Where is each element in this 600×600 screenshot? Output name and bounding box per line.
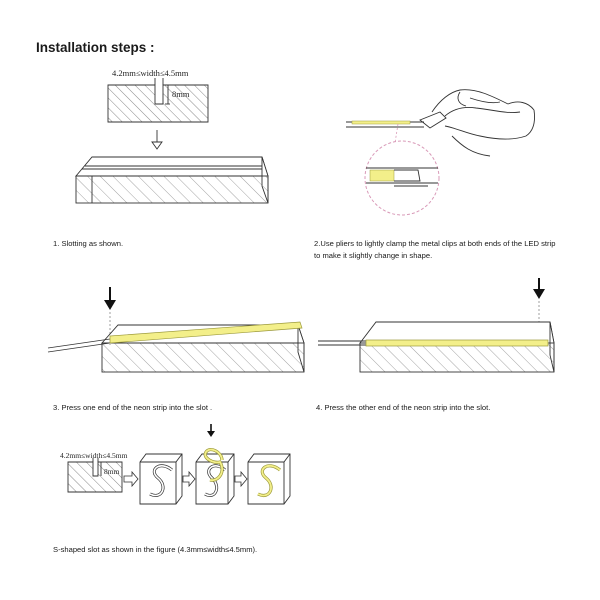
s-slot-board-1 [139, 453, 183, 505]
step2-caption-line2: to make it slightly change in shape. [314, 251, 433, 260]
step1-caption: 1. Slotting as shown. [53, 239, 124, 248]
s-slot-board-3 [247, 453, 291, 505]
press-arrow-icon [533, 278, 545, 299]
arrow-right-icon [234, 470, 248, 488]
s-slot-cross-section [67, 458, 123, 493]
page-title: Installation steps : [36, 40, 155, 55]
neon-strip [318, 339, 549, 347]
press-arrow-icon [104, 287, 116, 310]
neon-strip [47, 321, 303, 353]
step5-caption: S-shaped slot as shown in the figure (4.… [53, 545, 258, 554]
step3-caption: 3. Press one end of the neon strip into … [53, 403, 213, 412]
arrow-right-icon [182, 470, 196, 488]
magnified-clip-detail [364, 140, 440, 216]
arrow-right-icon [123, 470, 139, 488]
step4-caption: 4. Press the other end of the neon strip… [316, 403, 491, 412]
hand-pliers-illustration [346, 89, 535, 157]
s-slot-board-2 [195, 424, 235, 505]
step2-caption-line1: 2.Use pliers to lightly clamp the metal … [314, 239, 556, 248]
s-slot-width-label: 4.2mm≤width≤4.5mm [60, 451, 128, 460]
down-arrow-icon [151, 130, 163, 150]
slotted-bar-3d [75, 156, 269, 204]
slot-width-label: 4.2mm≤width≤4.5mm [112, 68, 189, 78]
